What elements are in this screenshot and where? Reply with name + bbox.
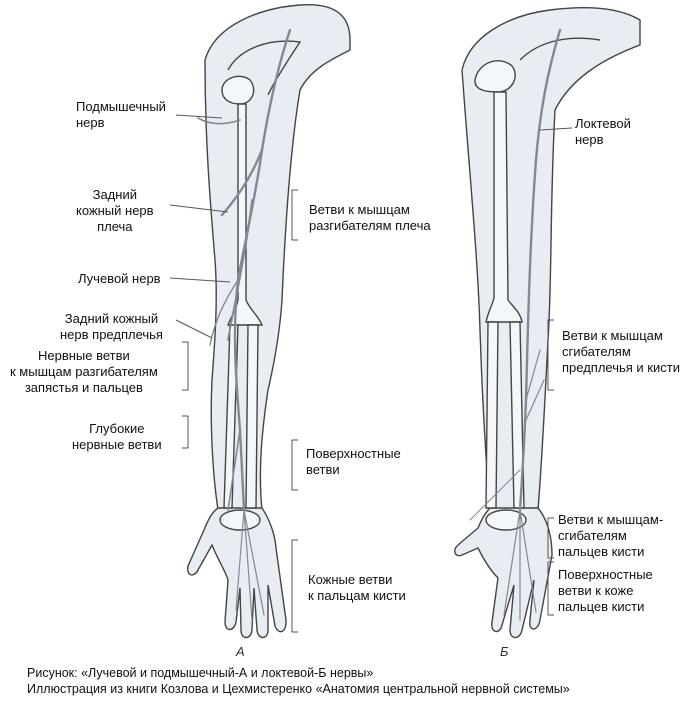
figure-b-hand-outline xyxy=(454,507,553,639)
figure-b-leaders xyxy=(539,127,573,616)
label-radial-nerve: Лучевой нерв xyxy=(78,271,161,286)
figure-caption: Рисунок: «Лучевой и подмышечный-А и локт… xyxy=(27,665,570,697)
figure-b-letter: Б xyxy=(500,644,509,659)
caption-line-2: Иллюстрация из книги Козлова и Цехмистер… xyxy=(27,682,570,696)
figure-a-ulna xyxy=(245,324,259,509)
figure-b-arm xyxy=(454,6,641,639)
figure-a-letter: А xyxy=(236,644,245,659)
figure-b-humerus xyxy=(485,91,523,323)
figure-b-radius xyxy=(485,321,499,509)
figure-a-hand-outline xyxy=(186,507,287,639)
figure-a-humerus-head xyxy=(221,75,255,105)
caption-line-1: Рисунок: «Лучевой и подмышечный-А и локт… xyxy=(27,666,374,680)
figure-a-leaders xyxy=(169,114,298,633)
figure-b-ulna xyxy=(509,321,525,509)
figure-b-nerves xyxy=(469,28,562,621)
figure-b-humerus-head xyxy=(474,60,516,93)
figure-a-arm xyxy=(186,4,351,639)
